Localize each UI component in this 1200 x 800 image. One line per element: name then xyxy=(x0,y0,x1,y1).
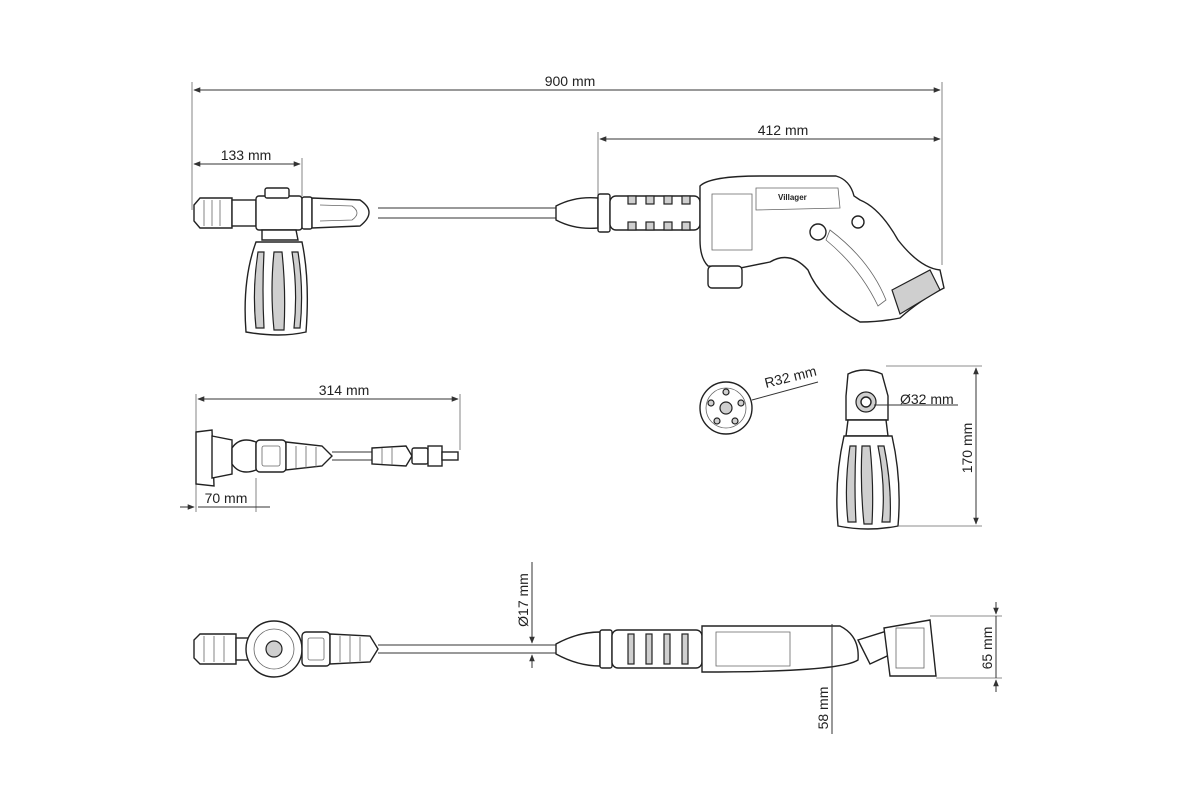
lance-tip-label: 70 mm xyxy=(205,490,248,506)
gun-body: Villager xyxy=(555,175,945,323)
side-view-full: 900 mm 412 mm 133 mm xyxy=(191,73,945,336)
total-length-label: 900 mm xyxy=(545,73,596,89)
dim-lance-tip: 70 mm xyxy=(180,478,270,512)
dim-tube-diameter: Ø17 mm xyxy=(515,562,535,668)
dim-bottle-height: 170 mm xyxy=(886,365,982,527)
top-view-full: Ø17 mm 58 mm 65 mm xyxy=(193,562,1002,734)
nozzle-radius-label: R32 mm xyxy=(763,363,818,391)
dim-tip-length: 133 mm xyxy=(193,147,303,196)
dim-handle-width: 58 mm xyxy=(815,624,833,734)
tip-length-label: 133 mm xyxy=(221,147,272,163)
lance-length-label: 314 mm xyxy=(319,382,370,398)
lance-tube xyxy=(378,207,556,219)
dim-total-length: 900 mm xyxy=(191,73,943,265)
nozzle-face-view: R32 mm xyxy=(699,363,819,435)
dim-battery-width: 65 mm xyxy=(930,602,1002,692)
nozzle-diameter-label: Ø32 mm xyxy=(900,391,954,407)
battery-width-label: 65 mm xyxy=(979,627,995,670)
handle-width-label: 58 mm xyxy=(815,687,831,730)
dim-body-length: 412 mm xyxy=(597,122,941,205)
tube-diameter-label: Ø17 mm xyxy=(515,573,531,627)
bottle-front-view: Ø32 mm 170 mm xyxy=(836,365,982,530)
brand-logo: Villager xyxy=(778,193,807,202)
foam-nozzle xyxy=(193,187,370,336)
dim-lance-length: 314 mm xyxy=(195,382,461,450)
lance-view: 314 mm 70 mm xyxy=(180,382,461,512)
body-length-label: 412 mm xyxy=(758,122,809,138)
bottle-height-label: 170 mm xyxy=(959,423,975,474)
